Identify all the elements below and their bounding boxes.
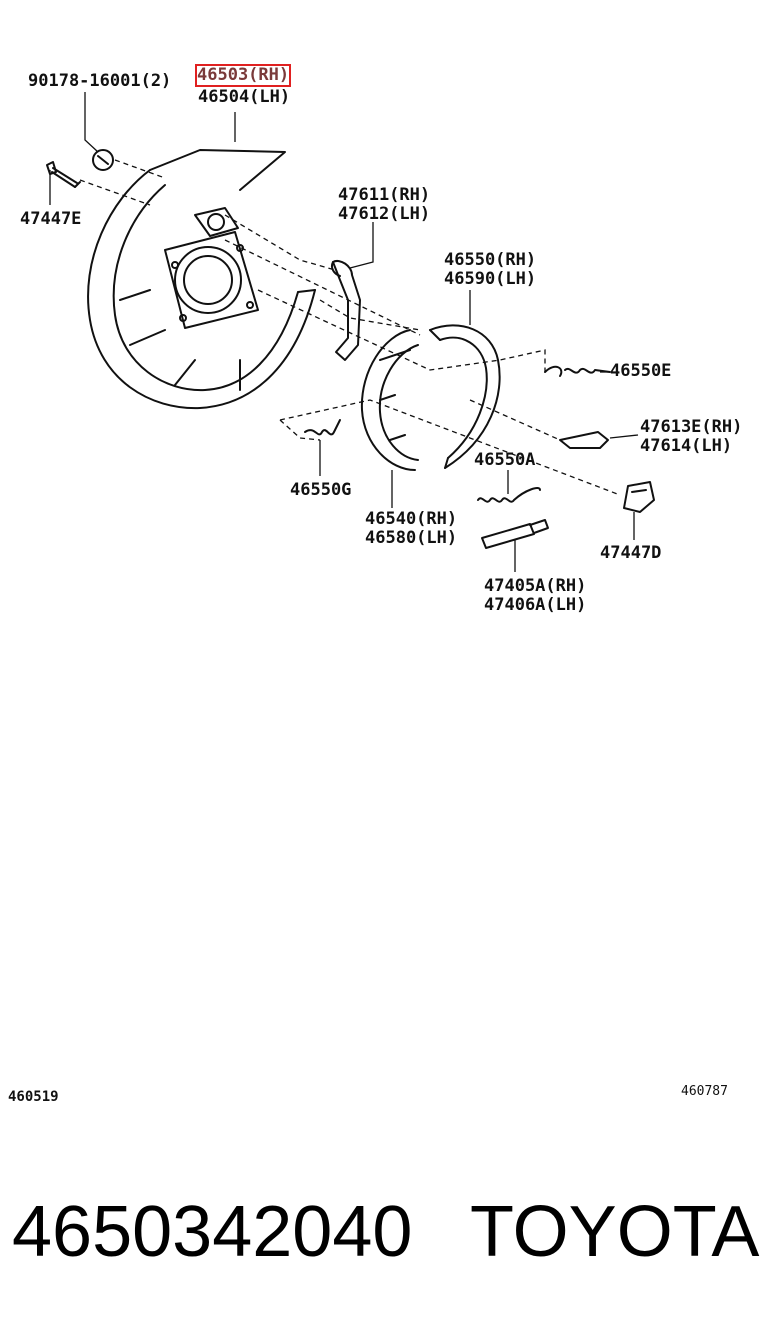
label-shoe2-rh: 46540(RH) [365, 509, 458, 529]
label-shoe2-lh: 46580(LH) [365, 528, 458, 548]
label-plate2-lh: 47614(LH) [640, 436, 733, 456]
figure-code-right: 460787 [681, 1084, 728, 1099]
cap-part [623, 481, 655, 513]
label-spring-g: 46550G [290, 480, 352, 500]
label-plate-rh-highlighted[interactable]: 46503(RH) [194, 64, 292, 87]
label-plate2-rh: 47613E(RH) [640, 417, 743, 437]
label-shoe-rh: 46550(RH) [444, 250, 537, 270]
adjuster-plate [559, 431, 609, 449]
spring-g [304, 419, 341, 436]
backing-plate [87, 149, 316, 410]
label-bolt: 47447E [20, 209, 82, 229]
part-number: 4650342040 [12, 1192, 413, 1272]
figure-code-left: 460519 [8, 1089, 59, 1105]
parking-lever [330, 260, 361, 361]
brake-assembly-diagram [46, 92, 655, 572]
label-spring-a: 46550A [474, 450, 536, 470]
spring-a [477, 487, 541, 503]
label-bolt-clip: 90178-16001(2) [28, 71, 172, 91]
label-lever-lh: 47612(LH) [338, 204, 431, 224]
bolt-part [46, 161, 81, 188]
clip-part [92, 149, 114, 171]
label-cap: 47447D [600, 543, 662, 563]
label-strut-lh: 47406A(LH) [484, 595, 587, 615]
label-plate-lh: 46504(LH) [198, 87, 291, 107]
label-shoe-lh: 46590(LH) [444, 269, 537, 289]
strut-part [481, 519, 549, 549]
brand-name: TOYOTA [470, 1192, 760, 1272]
shoe-rh [429, 324, 501, 469]
label-lever-rh: 47611(RH) [338, 185, 431, 205]
label-strut-rh: 47405A(RH) [484, 576, 587, 596]
spring-e [544, 365, 611, 377]
label-spring-e: 46550E [610, 361, 672, 381]
